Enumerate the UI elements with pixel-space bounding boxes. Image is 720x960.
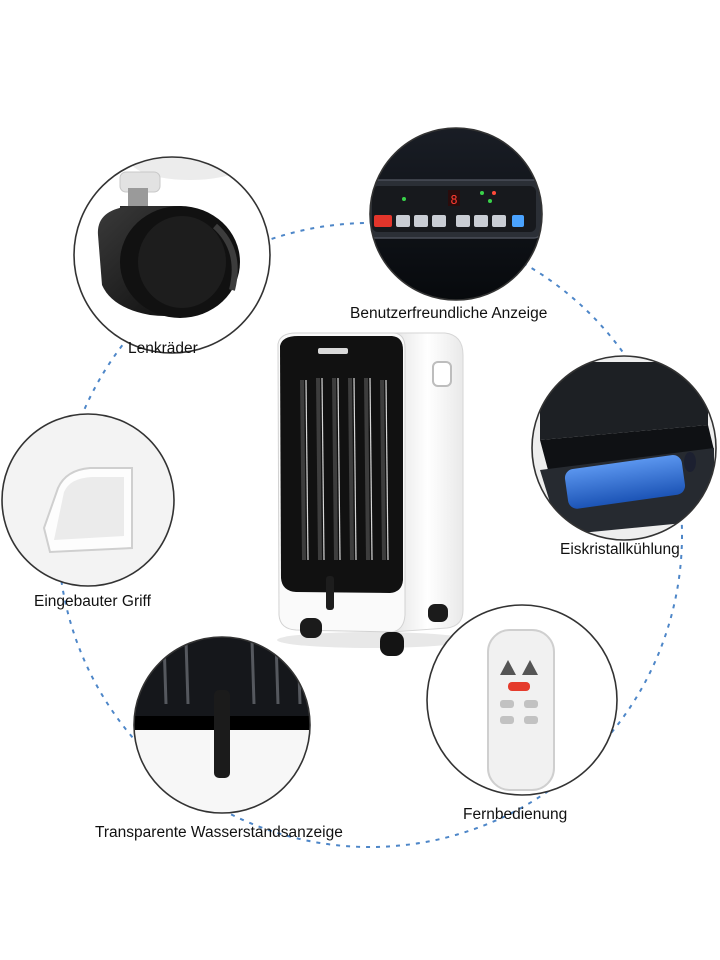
feature-label-fernbedienung: Fernbedienung xyxy=(463,806,568,823)
air-cooler-unit xyxy=(277,332,467,656)
feature-label-griff: Eingebauter Griff xyxy=(34,593,151,610)
louvers xyxy=(300,377,386,561)
dashed-ring xyxy=(57,222,683,848)
wheel-detail-circle xyxy=(73,156,271,354)
display-panel-circle: 8 xyxy=(369,127,543,301)
remote-control-circle xyxy=(426,604,618,796)
feature-label-anzeige: Benutzerfreundliche Anzeige xyxy=(350,305,548,322)
handle-detail-circle xyxy=(1,413,175,587)
water-level-circle xyxy=(133,636,311,814)
feature-label-wasserstand: Transparente Wasserstandsanzeige xyxy=(95,824,343,841)
display-digit: 8 xyxy=(450,193,457,207)
feature-label-lenkraeder: Lenkräder xyxy=(128,340,198,357)
feature-label-eis: Eiskristallkühlung xyxy=(560,541,680,558)
ice-cooling-circle xyxy=(531,355,717,541)
